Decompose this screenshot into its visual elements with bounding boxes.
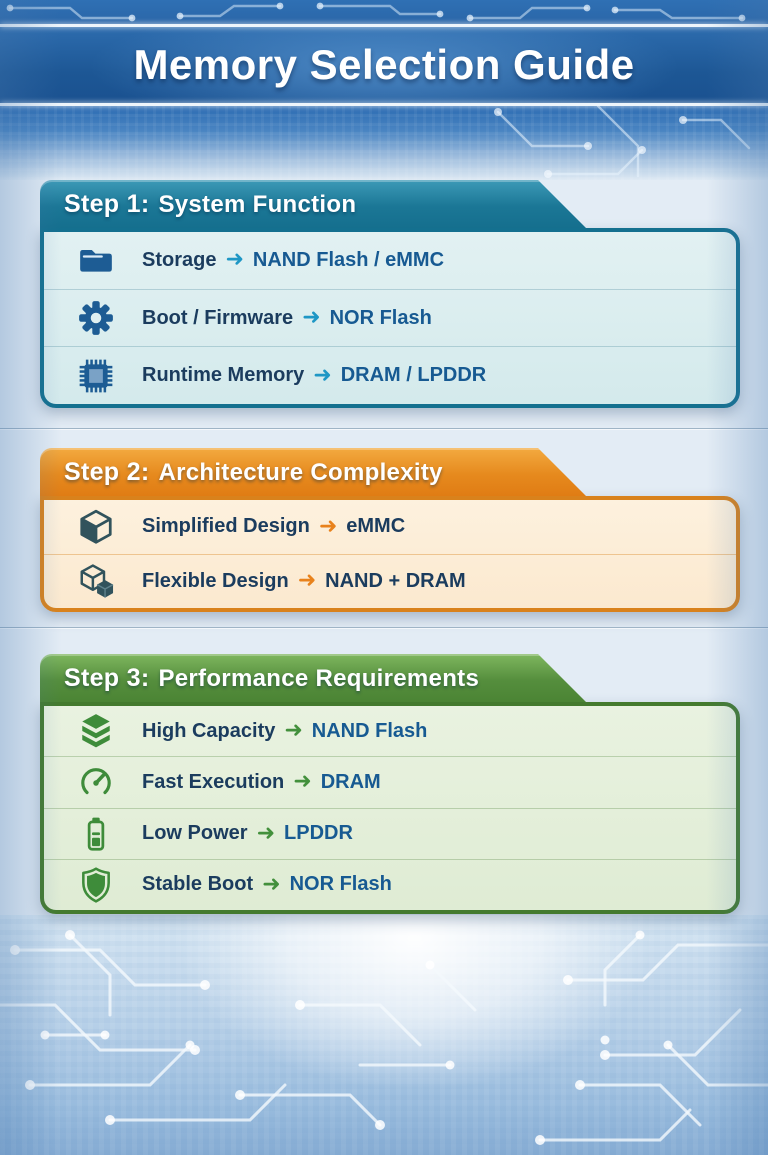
step2-body: Simplified Design ➜ eMMC (40, 496, 740, 612)
arrow-icon: ➜ (284, 718, 303, 744)
gauge-icon (74, 763, 118, 801)
row-label: Low Power (142, 822, 248, 845)
glow-highlight (0, 915, 768, 1155)
step3-title: Step 3:Performance Requirements (64, 663, 480, 692)
step3-header: Step 3:Performance Requirements (40, 654, 586, 702)
arrow-icon: ➜ (262, 871, 281, 897)
row-label: Stable Boot (142, 873, 254, 896)
folder-icon (74, 244, 118, 276)
row-label: Boot / Firmware (142, 306, 294, 329)
step2-header: Step 2:Architecture Complexity (40, 448, 586, 496)
arrow-icon: ➜ (318, 513, 338, 539)
divider (0, 103, 768, 106)
row-value: NOR Flash (329, 306, 432, 329)
steps-container: Step 1:System Function Storage ➜ NAND Fl… (0, 180, 768, 914)
row-value: NAND Flash / eMMC (252, 248, 445, 271)
arrow-icon: ➜ (293, 769, 312, 795)
step2-card: Step 2:Architecture Complexity Simplifie… (40, 448, 740, 612)
step2-title: Step 2:Architecture Complexity (64, 457, 443, 486)
row-label: Runtime Memory (142, 364, 305, 387)
row-value: eMMC (346, 515, 406, 538)
circuit-decoration (0, 930, 768, 1145)
step1-body: Storage ➜ NAND Flash / eMMC (40, 228, 740, 408)
title-banner: Memory Selection Guide (0, 27, 768, 103)
row-value: NAND Flash (311, 719, 428, 742)
arrow-icon: ➜ (297, 568, 317, 594)
section-divider (0, 428, 768, 429)
row-value: LPDDR (284, 822, 353, 845)
row-stable-boot: Stable Boot ➜ NOR Flash (44, 858, 736, 910)
row-value: DRAM / LPDDR (340, 364, 487, 387)
row-label: Simplified Design (142, 515, 310, 538)
arrow-icon: ➜ (256, 820, 276, 846)
shield-icon (74, 866, 118, 904)
step1-header: Step 1:System Function (40, 180, 586, 228)
bottom-circuit-zone (0, 915, 768, 1155)
top-circuit-strip (0, 0, 768, 24)
cube-icon (74, 508, 118, 546)
header-fade-zone (0, 106, 768, 180)
step3-body: High Capacity ➜ NAND Flash Fast Executio… (40, 702, 740, 914)
chip-icon (74, 357, 118, 395)
cubes-icon (74, 562, 118, 600)
row-low-power: Low Power ➜ LPDDR (44, 807, 736, 859)
row-value: NAND + DRAM (325, 569, 466, 592)
circuit-decoration (494, 106, 751, 178)
row-storage: Storage ➜ NAND Flash / eMMC (44, 232, 736, 289)
battery-icon (74, 815, 118, 853)
row-label: High Capacity (142, 719, 276, 742)
row-runtime-memory: Runtime Memory ➜ DRAM / LPDDR (44, 346, 736, 404)
circuit-decoration (6, 2, 746, 22)
row-value: NOR Flash (289, 873, 392, 896)
step3-card: Step 3:Performance Requirements (40, 654, 740, 914)
section-divider (0, 627, 768, 628)
row-high-capacity: High Capacity ➜ NAND Flash (44, 706, 736, 756)
step1-title: Step 1:System Function (64, 189, 357, 218)
row-value: DRAM (320, 770, 381, 793)
divider (0, 24, 768, 27)
arrow-icon: ➜ (313, 362, 332, 388)
gear-icon (74, 299, 118, 337)
row-boot-firmware: Boot / Firmware ➜ NOR Flash (44, 288, 736, 347)
row-label: Flexible Design (142, 569, 289, 592)
arrow-icon: ➜ (225, 247, 244, 273)
layers-icon (74, 712, 118, 750)
page-title: Memory Selection Guide (133, 41, 635, 88)
row-label: Storage (142, 248, 217, 271)
row-flexible-design: Flexible Design ➜ NAND + DRAM (44, 553, 736, 609)
row-label: Fast Execution (142, 770, 285, 793)
row-fast-execution: Fast Execution ➜ DRAM (44, 756, 736, 807)
arrow-icon: ➜ (302, 305, 321, 330)
row-simplified-design: Simplified Design ➜ eMMC (44, 500, 736, 554)
step1-card: Step 1:System Function Storage ➜ NAND Fl… (40, 180, 740, 408)
